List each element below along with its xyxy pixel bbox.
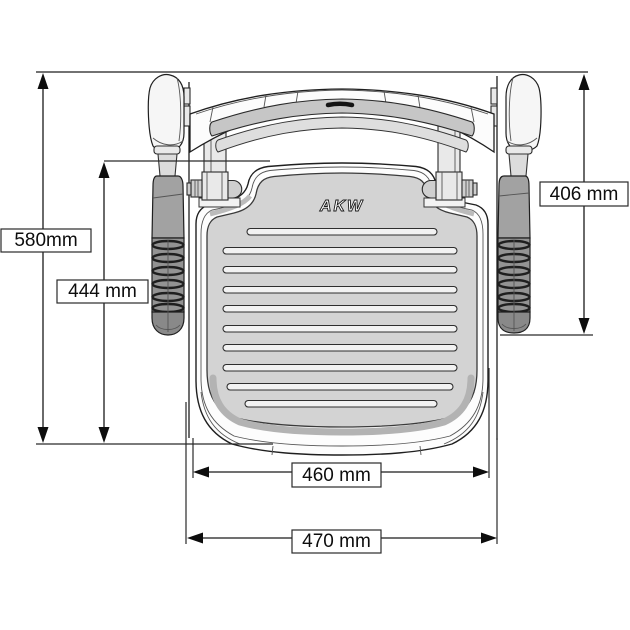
- drainage-slot: [246, 227, 438, 236]
- left-bolt-lines: [194, 180, 199, 197]
- bar-grip-rail: [209, 98, 475, 137]
- bar-joint-line: [263, 94, 267, 108]
- arrow-down-icon: [578, 318, 590, 334]
- right-hinge-bracket: [435, 171, 463, 201]
- arrow-left-icon: [187, 532, 203, 544]
- label-box-406: [539, 181, 629, 207]
- arrow-up-icon: [98, 162, 110, 178]
- bottom-right-trim-arc: [443, 391, 484, 445]
- drainage-slot: [226, 382, 454, 391]
- dimension-overall-width: [185, 402, 498, 544]
- left-hinge-bolt-hex: [190, 179, 203, 198]
- right-bracket-lines: [441, 172, 458, 200]
- right-leg: [497, 73, 542, 334]
- bottom-trim-joint: [419, 445, 422, 456]
- bar-joint-line: [295, 90, 299, 104]
- bar-grip-center: [325, 101, 355, 108]
- drainage-slot: [244, 399, 438, 408]
- bar-joint-line: [470, 106, 475, 123]
- wall-bracket-bar: [189, 88, 495, 154]
- arrow-right-icon: [473, 466, 489, 478]
- label-box-580: [0, 228, 92, 253]
- right-hinge-assembly: [421, 171, 478, 208]
- arrow-up-icon: [578, 74, 590, 90]
- seat-assembly: AKW: [147, 73, 542, 456]
- left-bracket-lines: [206, 172, 223, 200]
- arrow-left-icon: [193, 466, 209, 478]
- dimension-seat-width: [192, 368, 490, 478]
- label-580: 580mm: [14, 230, 77, 251]
- bar-top-inner-line: [195, 89, 489, 115]
- drainage-slot: [222, 285, 458, 294]
- left-leg-housing-curve: [152, 137, 184, 146]
- right-leg-collar: [505, 145, 533, 155]
- label-406: 406 mm: [550, 184, 619, 205]
- dimension-labels: 580mm 444 mm 406 mm 460 mm 470 mm: [0, 181, 629, 554]
- dimension-overall-height: [37, 73, 49, 443]
- label-470: 470 mm: [302, 531, 371, 552]
- drainage-slot: [222, 363, 458, 372]
- drainage-slot: [222, 265, 458, 274]
- bar-joint-line: [209, 106, 214, 123]
- right-hinge-bolt-hex: [461, 179, 474, 198]
- drainage-slot: [222, 246, 458, 255]
- right-hinge-bolt-dome: [421, 179, 437, 199]
- right-leg-upper-tube: [497, 175, 531, 239]
- arrow-down-icon: [37, 427, 49, 443]
- bar-joint-line: [417, 94, 421, 109]
- label-444: 444 mm: [68, 281, 137, 302]
- right-hinge-pin: [490, 87, 498, 105]
- label-460: 460 mm: [302, 465, 371, 486]
- right-leg-neck: [508, 153, 529, 177]
- left-hinge-bolt-cap: [186, 182, 192, 196]
- right-leg-housing-curve: [508, 77, 514, 142]
- label-box-460: [291, 462, 382, 488]
- left-hinge-bolt-dome: [227, 179, 243, 199]
- arrow-down-icon: [98, 427, 110, 443]
- bar-joint-line: [383, 90, 387, 104]
- left-leg-upper-tube: [151, 175, 185, 239]
- right-bolt-lines: [465, 180, 470, 197]
- akw-logo: AKW: [319, 198, 364, 215]
- seat-pan: AKW: [195, 162, 489, 456]
- bottom-left-trim-arc: [200, 391, 241, 445]
- arrow-right-icon: [481, 532, 497, 544]
- drainage-slot: [222, 304, 458, 313]
- left-hinge-pin: [183, 105, 191, 127]
- right-leg-joint-line: [498, 192, 530, 197]
- left-leg-neck: [157, 153, 178, 177]
- left-hinge-bracket: [201, 171, 229, 201]
- label-box-444: [56, 279, 149, 304]
- left-leg-collar: [153, 145, 181, 155]
- bottom-trim-joint: [271, 445, 274, 456]
- left-leg: [147, 73, 185, 336]
- right-leg-housing-curve: [506, 137, 538, 146]
- drainage-slot: [222, 343, 458, 352]
- left-leg-housing-curve: [176, 77, 182, 142]
- bottom-trim-band: [209, 374, 475, 436]
- left-leg-joint-line: [152, 193, 184, 199]
- left-hinge-pin: [183, 87, 191, 105]
- arrow-up-icon: [37, 73, 49, 89]
- label-box-470: [291, 529, 382, 554]
- bar-lower-band: [215, 116, 469, 153]
- drainage-slot: [222, 324, 458, 333]
- right-hinge-bolt-cap: [472, 182, 478, 196]
- left-hinge-assembly: [186, 171, 243, 208]
